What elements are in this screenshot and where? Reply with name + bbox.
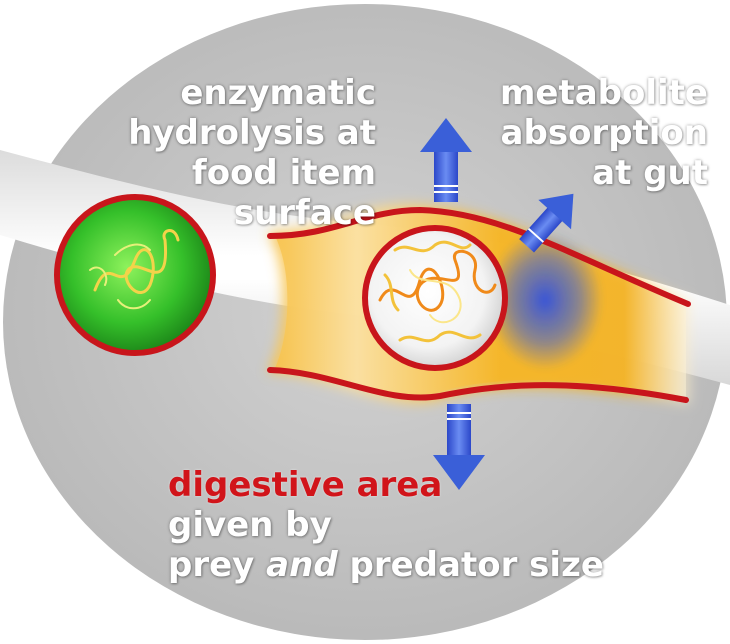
label-right-line-3: at gut [592, 153, 708, 193]
label-given-by: given by [168, 505, 332, 545]
gut-membrane-lower [267, 367, 689, 403]
label-right-line-1: metabolite [499, 73, 708, 113]
arrow-up-icon [420, 118, 472, 202]
digestive-area-label: digestive area given by prey and predato… [168, 465, 638, 585]
prey-item-strand-3 [409, 269, 462, 324]
label-and: and [266, 545, 338, 585]
food-item-strand-2 [89, 243, 151, 310]
arrow-down-icon [433, 404, 485, 490]
metabolite-absorption-label: metabolite absorption at gut [468, 73, 708, 193]
label-prey-predator-size: prey and predator size [168, 545, 638, 585]
absorption-halo [487, 230, 603, 370]
label-right-line-2: absorption [500, 113, 708, 153]
prey-item [362, 225, 508, 371]
label-left-line-2: hydrolysis at [128, 113, 376, 153]
prey-item-strand-2 [383, 240, 482, 343]
label-prey: prey [168, 545, 267, 585]
arrow-diagonal-icon [519, 193, 574, 253]
prey-item-strand [378, 249, 497, 312]
label-left-line-1: enzymatic [180, 73, 376, 113]
label-predator-size: predator size [337, 545, 604, 585]
gut-membrane-upper [267, 206, 691, 307]
food-item [54, 194, 216, 356]
label-left-line-3: food item surface [191, 153, 376, 233]
label-digestive-area: digestive area [168, 465, 443, 505]
food-item-strand [93, 229, 180, 294]
enzymatic-hydrolysis-label: enzymatic hydrolysis at food item surfac… [46, 73, 376, 233]
